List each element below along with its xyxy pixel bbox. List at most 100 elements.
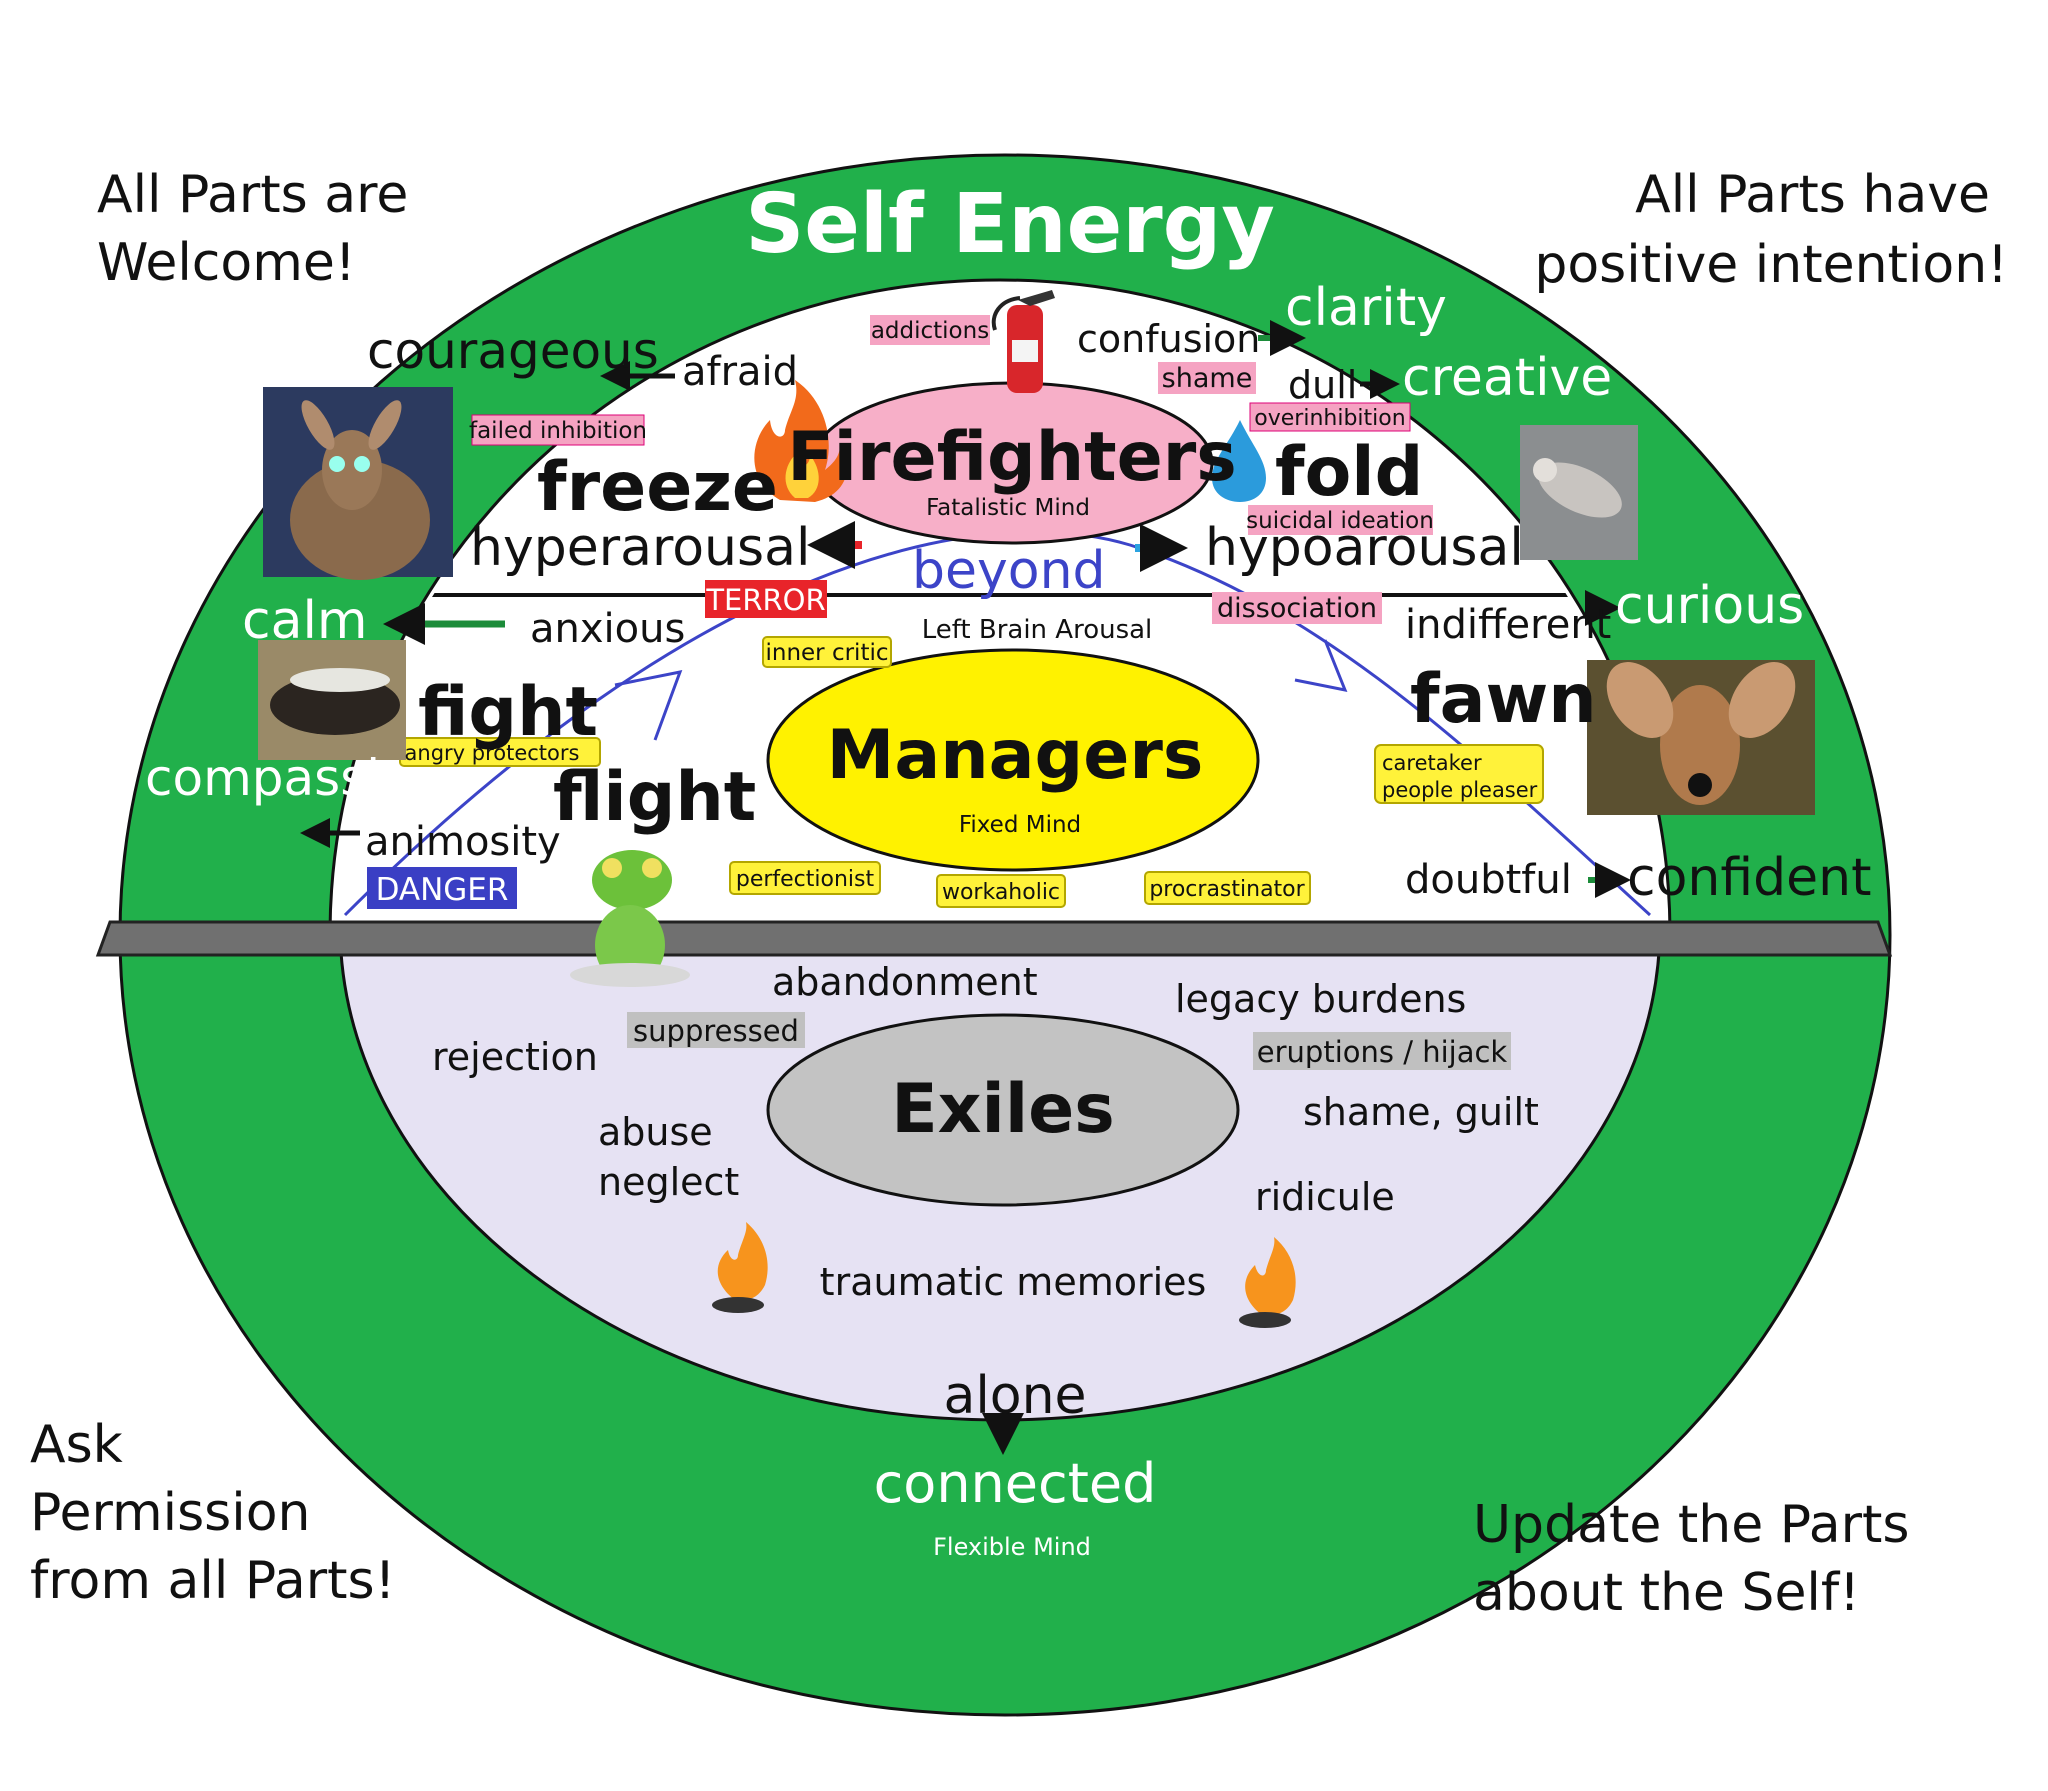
tag-suicidal-ideation: suicidal ideation bbox=[1246, 508, 1434, 534]
tag-inner-critic-box bbox=[762, 636, 892, 668]
legacy-burdens-label: legacy burdens bbox=[1175, 977, 1466, 1021]
hyperarousal-label: hyperarousal bbox=[470, 518, 810, 578]
deer-freeze-image bbox=[263, 387, 453, 580]
corner-bottom-left-line2: Permission bbox=[30, 1483, 310, 1543]
exile-divider-bar bbox=[95, 920, 1893, 957]
corner-top-right-line2: positive intention! bbox=[1534, 235, 2008, 295]
tag-perfectionist: perfectionist bbox=[736, 867, 875, 892]
anxious-label: anxious bbox=[530, 606, 685, 652]
tag-eruptions: eruptions / hijack bbox=[1257, 1035, 1508, 1069]
tag-inner-critic: inner critic bbox=[765, 640, 888, 666]
afraid-label: afraid bbox=[682, 349, 798, 395]
curve-arrow-left bbox=[614, 670, 683, 741]
arrows bbox=[300, 320, 1631, 1455]
tag-suppressed: suppressed bbox=[633, 1014, 799, 1048]
tag-caretaker-box bbox=[1374, 744, 1544, 804]
tag-overinhibition: overinhibition bbox=[1254, 406, 1405, 431]
beyond-label: beyond bbox=[912, 541, 1106, 601]
quality-courageous: courageous bbox=[367, 322, 659, 380]
campfire-icon-left bbox=[712, 1222, 768, 1313]
tag-shame-box bbox=[1158, 362, 1256, 394]
tag-eruptions-box bbox=[1253, 1032, 1511, 1070]
tag-workaholic: workaholic bbox=[942, 880, 1060, 905]
exiles-ellipse bbox=[766, 1013, 1240, 1207]
tag-terror: TERROR bbox=[705, 583, 825, 617]
tag-dissociation: dissociation bbox=[1217, 593, 1377, 624]
corner-bottom-left-line1: Ask bbox=[30, 1415, 123, 1475]
tag-danger: DANGER bbox=[376, 872, 509, 908]
abandonment-label: abandonment bbox=[772, 960, 1038, 1004]
tag-terror-box bbox=[705, 580, 827, 618]
fire-extinguisher-icon bbox=[991, 290, 1055, 393]
dull-label: dull bbox=[1288, 363, 1357, 407]
tag-caretaker: caretaker bbox=[1382, 751, 1482, 775]
tag-people-pleaser: people pleaser bbox=[1382, 778, 1538, 802]
inner-protectors-area bbox=[328, 278, 1672, 930]
self-energy-title: Self Energy bbox=[745, 177, 1275, 272]
fight-label: fight bbox=[418, 673, 598, 752]
corner-top-left-line2: Welcome! bbox=[97, 233, 356, 293]
fold-label: fold bbox=[1275, 433, 1423, 512]
hypoarousal-label: hypoarousal bbox=[1205, 518, 1524, 578]
traumatic-memories-label: traumatic memories bbox=[820, 1260, 1207, 1304]
tag-boxes bbox=[367, 315, 1544, 1070]
honey-badger-fight-image bbox=[258, 640, 406, 760]
campfire-icon-right bbox=[1239, 1237, 1296, 1328]
opossum-fold-image bbox=[1520, 425, 1638, 560]
tag-workaholic-box bbox=[936, 874, 1066, 908]
corner-top-right-line1: All Parts have bbox=[1635, 165, 1990, 225]
tag-procrastinator-box bbox=[1144, 871, 1311, 905]
curve-arrow-right bbox=[1294, 639, 1348, 693]
tag-overinhibition-box bbox=[1249, 402, 1411, 432]
corner-bottom-right-line1: Update the Parts bbox=[1473, 1495, 1909, 1555]
managers-ellipse bbox=[766, 648, 1260, 872]
quality-compassion: compassion bbox=[145, 749, 442, 807]
alone-label: alone bbox=[943, 1366, 1086, 1426]
quality-curious: curious bbox=[1615, 576, 1804, 636]
tag-shame: shame bbox=[1162, 363, 1253, 394]
animosity-label: animosity bbox=[365, 819, 561, 865]
tag-addictions-box bbox=[870, 315, 990, 345]
freeze-label: freeze bbox=[537, 448, 778, 527]
tag-failed-inhibition: failed inhibition bbox=[469, 418, 647, 444]
neglect-label: neglect bbox=[598, 1160, 739, 1204]
confusion-label: confusion bbox=[1077, 317, 1260, 361]
shame-guilt-label: shame, guilt bbox=[1303, 1090, 1539, 1134]
corner-top-left-line1: All Parts are bbox=[97, 165, 408, 225]
water-drop-icon bbox=[1212, 420, 1266, 502]
left-brain-label: Left Brain Arousal bbox=[922, 615, 1153, 645]
tag-procrastinator: procrastinator bbox=[1149, 877, 1305, 902]
flame-icon bbox=[754, 380, 847, 502]
fawn-label: fawn bbox=[1410, 660, 1597, 739]
tag-danger-box bbox=[367, 867, 517, 909]
exiles-title: Exiles bbox=[891, 1070, 1115, 1149]
fawn-image bbox=[1587, 660, 1815, 815]
tag-suicidal-box bbox=[1248, 505, 1433, 535]
tag-suppressed-box bbox=[627, 1012, 805, 1048]
indifferent-label: indifferent bbox=[1405, 602, 1611, 648]
corner-bottom-right-line2: about the Self! bbox=[1473, 1563, 1860, 1623]
quality-confident: confident bbox=[1627, 848, 1871, 908]
flight-label: flight bbox=[553, 758, 756, 837]
quality-connected: connected bbox=[874, 1452, 1157, 1515]
gecko-image bbox=[570, 850, 690, 987]
tag-dissociation-box bbox=[1212, 592, 1382, 624]
abuse-label: abuse bbox=[598, 1110, 713, 1154]
ring-footer: Flexible Mind bbox=[933, 1533, 1091, 1561]
firefighters-subtitle: Fatalistic Mind bbox=[926, 495, 1090, 521]
tag-angry-protectors: angry protectors bbox=[405, 741, 580, 765]
rejection-label: rejection bbox=[432, 1035, 598, 1079]
doubtful-label: doubtful bbox=[1405, 857, 1572, 903]
managers-title: Managers bbox=[827, 716, 1204, 795]
tag-addictions: addictions bbox=[871, 318, 989, 344]
corner-bottom-left-line3: from all Parts! bbox=[30, 1551, 395, 1611]
firefighters-title: Firefighters bbox=[787, 418, 1237, 497]
tag-perfectionist-box bbox=[729, 861, 881, 895]
quality-calm: calm bbox=[242, 591, 368, 651]
ridicule-label: ridicule bbox=[1255, 1175, 1395, 1219]
tag-failed-inhibition-box bbox=[471, 414, 645, 446]
quality-creative: creative bbox=[1402, 348, 1612, 408]
managers-subtitle: Fixed Mind bbox=[959, 812, 1081, 838]
quality-clarity: clarity bbox=[1285, 278, 1447, 338]
